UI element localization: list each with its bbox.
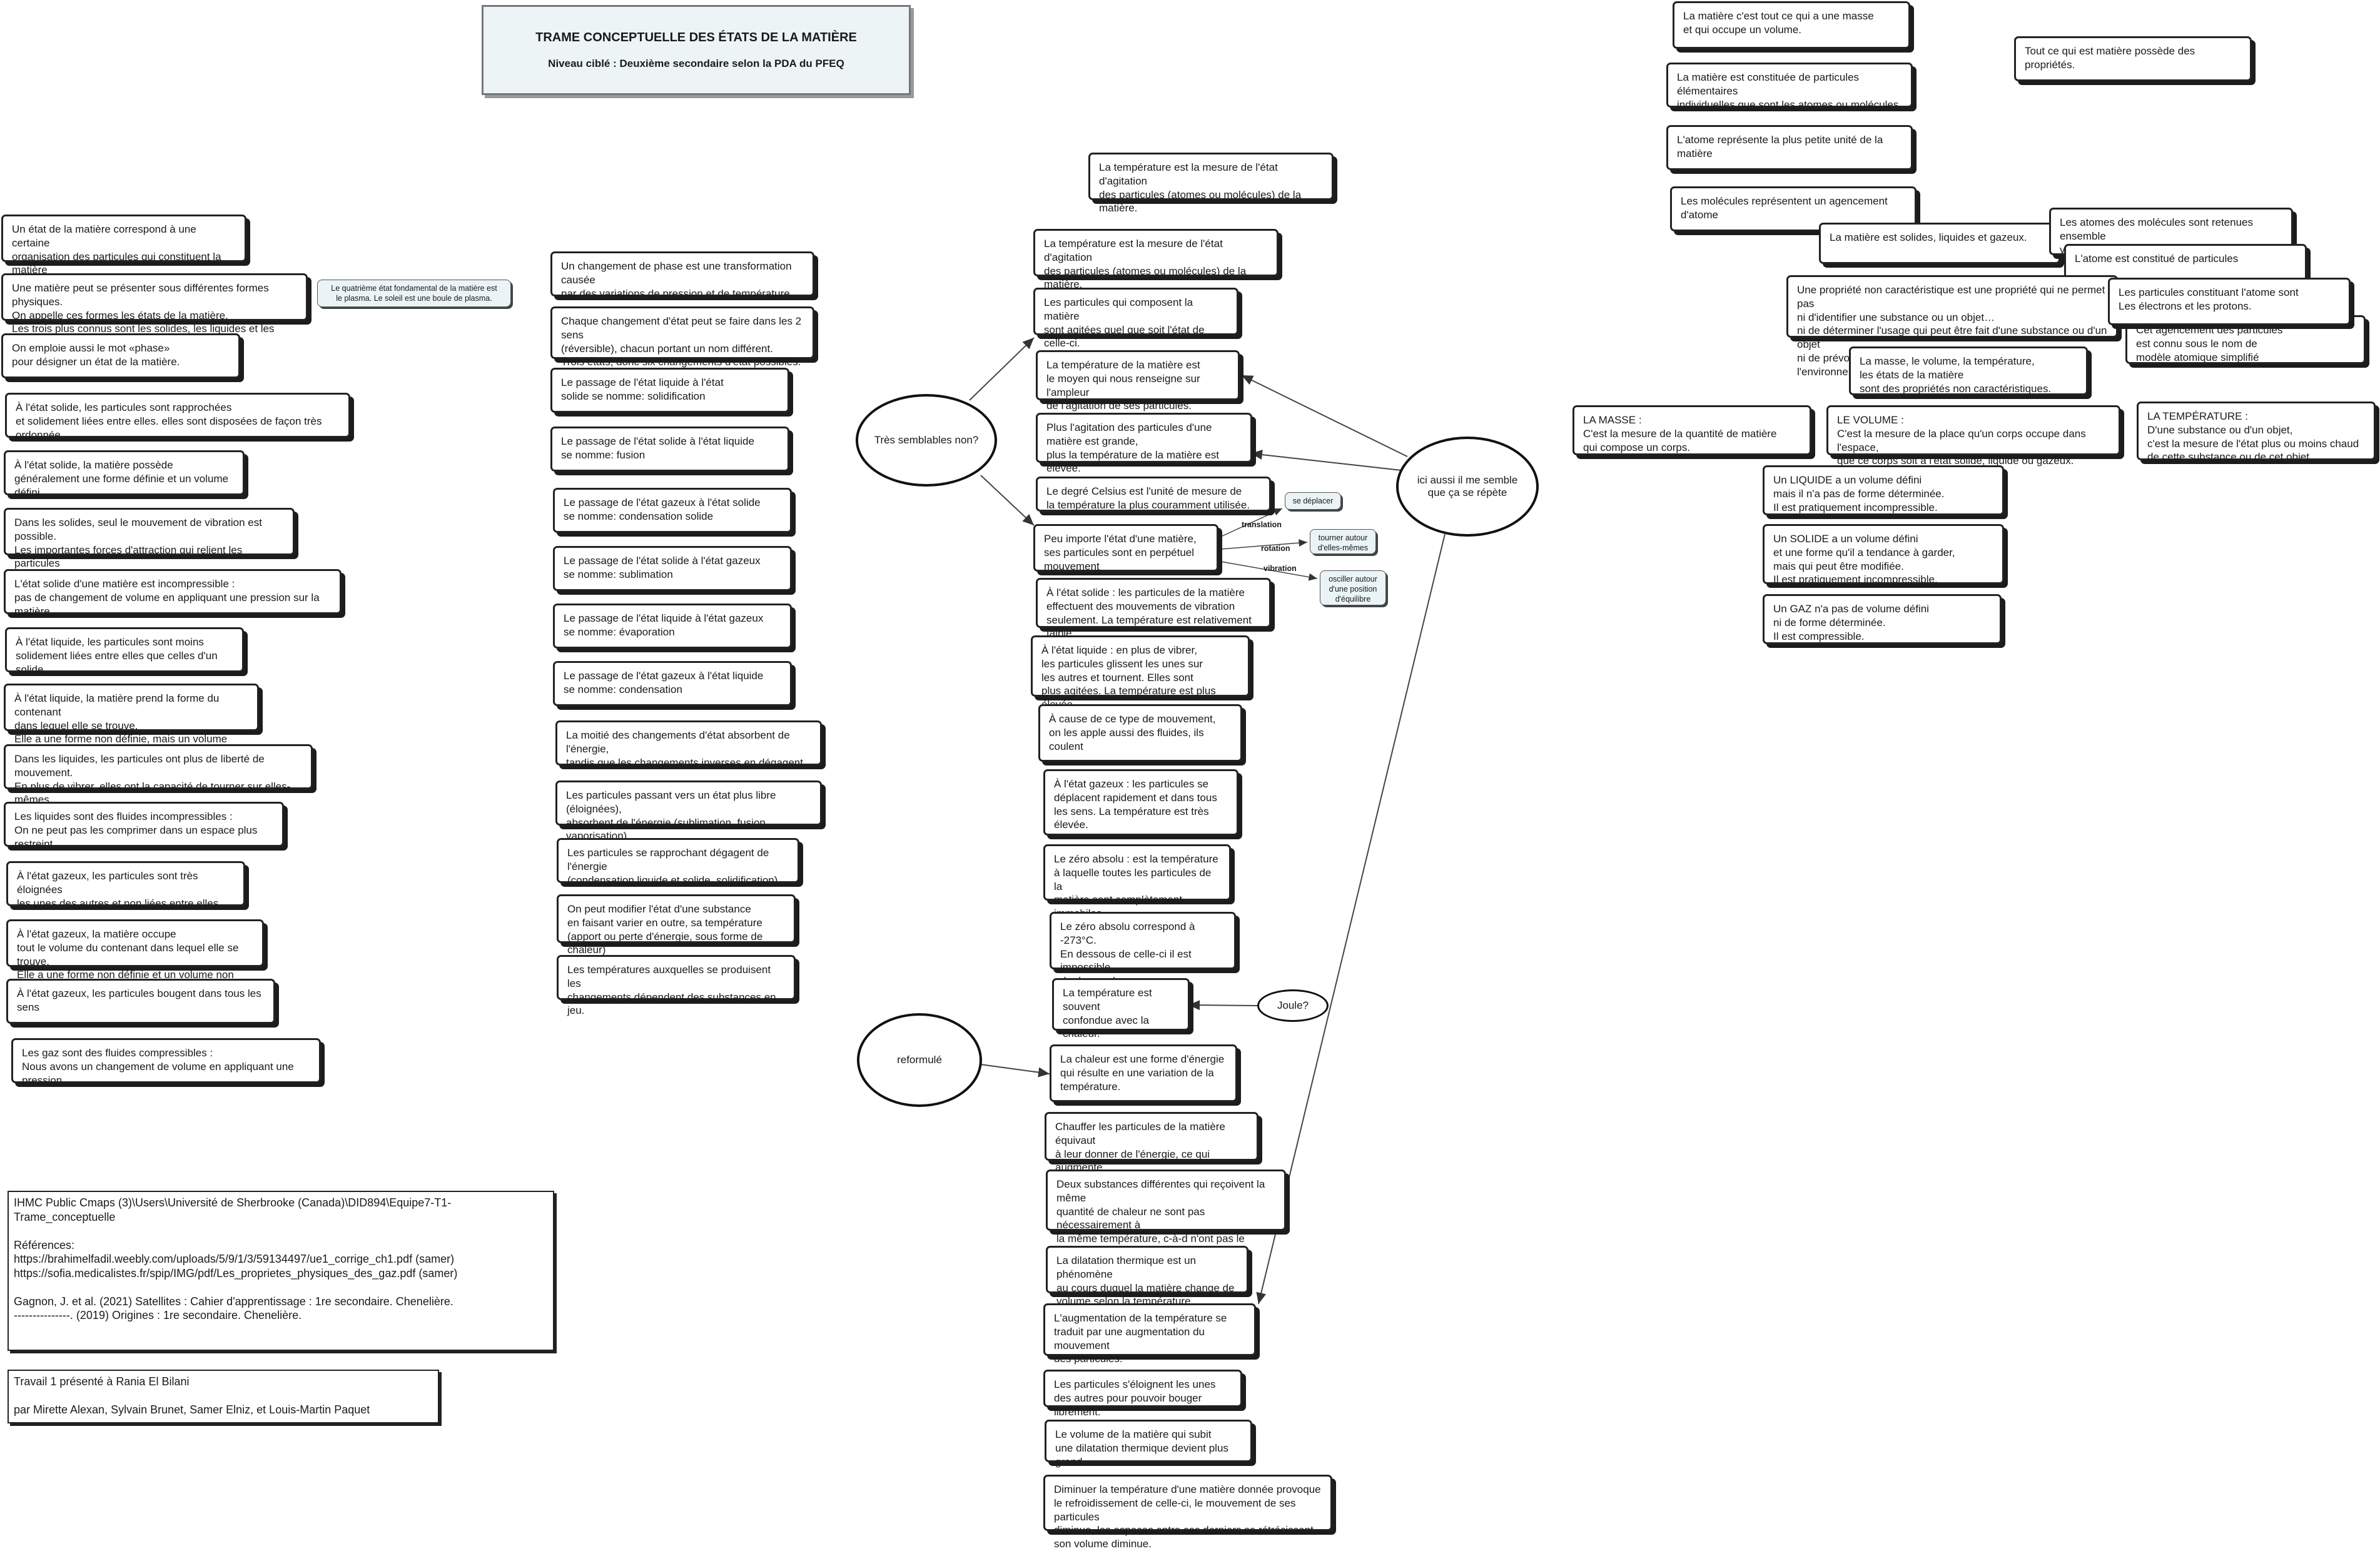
concept-node[interactable]: La température est la mesure de l'état d…: [1033, 229, 1279, 290]
concept-node[interactable]: À l'état gazeux, la matière occupe tout …: [6, 919, 264, 994]
concept-node[interactable]: Un changement de phase est une transform…: [550, 251, 814, 300]
concept-node[interactable]: Dans les solides, seul le mouvement de v…: [4, 508, 295, 583]
translation-label: translation: [1242, 520, 1282, 529]
oval-similar[interactable]: Très semblables non?: [856, 394, 997, 487]
concept-node[interactable]: La matière c'est tout ce qui a une masse…: [1673, 1, 1910, 49]
concept-node[interactable]: Peu importe l'état d'une matière, ses pa…: [1033, 524, 1218, 572]
concept-node[interactable]: Diminuer la température d'une matière do…: [1043, 1475, 1332, 1550]
link-repeat-to-temp1: [1241, 375, 1408, 457]
concept-node[interactable]: Le zéro absolu correspond à -273°C. En d…: [1050, 912, 1236, 987]
credits-box: Travail 1 présenté à Rania El Bilani par…: [8, 1370, 439, 1423]
concept-node[interactable]: Dans les liquides, les particules ont pl…: [4, 744, 313, 806]
concept-node[interactable]: L'atome représente la plus petite unité …: [1666, 125, 1913, 170]
link-similar-to-particules: [969, 337, 1035, 401]
concept-node[interactable]: À l'état solide, la matière possède géné…: [4, 450, 245, 498]
title-sub: Niveau ciblé : Deuxième secondaire selon…: [548, 58, 844, 69]
concept-node[interactable]: La chaleur est une forme d'énergie qui r…: [1050, 1044, 1237, 1102]
oval-repeat[interactable]: ici aussi il me semble que ça se répète: [1396, 437, 1539, 537]
concept-node[interactable]: Le degré Celsius est l'unité de mesure d…: [1036, 477, 1271, 512]
concept-node[interactable]: La matière est solides, liquides et gaze…: [1819, 223, 2060, 264]
concept-node[interactable]: Tout ce qui est matière possède des prop…: [2014, 36, 2252, 81]
title-main: TRAME CONCEPTUELLE DES ÉTATS DE LA MATIÈ…: [535, 31, 857, 44]
oval-reformule[interactable]: reformulé: [857, 1013, 982, 1107]
concept-node[interactable]: Le passage de l'état liquide à l'état so…: [550, 368, 789, 413]
concept-node[interactable]: Un SOLIDE a un volume défini et une form…: [1763, 524, 2004, 585]
link-joule-to-chaleur: [1188, 1000, 1259, 1011]
concept-node[interactable]: Un LIQUIDE a un volume défini mais il n'…: [1763, 465, 2004, 515]
concept-node[interactable]: L'état solide d'une matière est incompre…: [4, 569, 342, 617]
concept-node[interactable]: Chaque changement d'état peut se faire d…: [550, 306, 814, 368]
references-box: IHMC Public Cmaps (3)\Users\Université d…: [8, 1191, 554, 1351]
rotation-box[interactable]: tourner autour d'elles-mêmes: [1310, 529, 1376, 554]
concept-node[interactable]: La matière est constituée de particules …: [1666, 63, 1913, 111]
concept-node[interactable]: La température est la mesure de l'état d…: [1088, 153, 1334, 214]
concept-node[interactable]: Le passage de l'état solide à l'état gaz…: [553, 546, 792, 591]
concept-node[interactable]: L'augmentation de la température se trad…: [1043, 1303, 1256, 1365]
link-repeat-to-augmentation: [1256, 533, 1446, 1305]
concept-node[interactable]: LA TEMPÉRATURE : D'une substance ou d'un…: [2137, 402, 2376, 463]
concept-node[interactable]: À l'état solide, les particules sont rap…: [5, 393, 350, 441]
link-similar-to-mouvement: [980, 475, 1035, 526]
concept-node[interactable]: Une propriété non caractéristique est un…: [1786, 275, 2118, 378]
concept-node[interactable]: Une matière peut se présenter sous diffé…: [1, 273, 308, 348]
concept-node[interactable]: Le passage de l'état gazeux à l'état sol…: [553, 488, 792, 533]
link-repeat-to-temp2: [1250, 450, 1402, 471]
vibration-label: vibration: [1263, 564, 1297, 573]
concept-node[interactable]: À l'état liquide, la matière prend la fo…: [4, 684, 259, 759]
concept-node[interactable]: Les particules se rapprochant dégagent d…: [557, 838, 799, 886]
concept-node[interactable]: Les particules qui composent la matière …: [1033, 288, 1238, 349]
concept-map-title: TRAME CONCEPTUELLE DES ÉTATS DE LA MATIÈ…: [482, 5, 911, 95]
concept-node[interactable]: Le passage de l'état solide à l'état liq…: [550, 427, 789, 472]
translation-box[interactable]: se déplacer: [1285, 492, 1341, 510]
concept-node[interactable]: LE VOLUME : C'est la mesure de la place …: [1826, 405, 2120, 467]
concept-node[interactable]: La température de la matière est le moye…: [1036, 350, 1240, 412]
concept-node[interactable]: Le volume de la matière qui subit une di…: [1045, 1420, 1252, 1468]
concept-node[interactable]: Les particules constituant l'atome sont …: [2108, 278, 2351, 325]
vibration-box[interactable]: osciller autour d'une position d'équilib…: [1320, 570, 1386, 605]
concept-node[interactable]: À l'état gazeux : les particules se dépl…: [1043, 769, 1238, 836]
link-reformule-to-chaleur: [980, 1064, 1050, 1078]
concept-node[interactable]: Un GAZ n'a pas de volume défini ni de fo…: [1763, 594, 2002, 644]
concept-node[interactable]: À l'état liquide, les particules sont mo…: [5, 627, 244, 675]
concept-node[interactable]: Deux substances différentes qui reçoiven…: [1046, 1170, 1286, 1272]
concept-node[interactable]: Le passage de l'état gazeux à l'état liq…: [553, 661, 792, 706]
concept-node[interactable]: La moitié des changements d'état absorbe…: [555, 720, 822, 769]
concept-node[interactable]: À l'état gazeux, les particules bougent …: [6, 979, 275, 1024]
concept-node[interactable]: Les particules passant vers un état plus…: [555, 781, 822, 842]
concept-node[interactable]: Le passage de l'état liquide à l'état ga…: [553, 604, 792, 649]
concept-node[interactable]: Chauffer les particules de la matière éq…: [1045, 1112, 1258, 1187]
concept-node[interactable]: À cause de ce type de mouvement, on les …: [1038, 704, 1242, 762]
concept-node[interactable]: On emploie aussi le mot «phase» pour dés…: [1, 333, 240, 378]
concept-node[interactable]: La masse, le volume, la température, les…: [1849, 346, 2088, 395]
rotation-label: rotation: [1261, 544, 1290, 553]
concept-node[interactable]: Les températures auxquelles se produisen…: [557, 955, 796, 1016]
concept-node[interactable]: À l'état liquide : en plus de vibrer, le…: [1031, 635, 1250, 710]
concept-node[interactable]: La température est souvent confondue ave…: [1052, 978, 1190, 1039]
concept-node[interactable]: LA MASSE : C'est la mesure de la quantit…: [1572, 405, 1811, 455]
plasma-note[interactable]: Le quatrième état fondamental de la mati…: [317, 280, 511, 307]
concept-node[interactable]: La dilatation thermique est un phénomène…: [1046, 1246, 1248, 1307]
concept-node[interactable]: Un état de la matière correspond à une c…: [1, 215, 246, 290]
concept-node[interactable]: À l'état gazeux, les particules sont trè…: [6, 861, 245, 909]
concept-node[interactable]: Les particules s'éloignent les unes des …: [1043, 1370, 1242, 1418]
concept-node[interactable]: Le zéro absolu : est la température à la…: [1043, 844, 1231, 919]
oval-joule[interactable]: Joule?: [1257, 989, 1329, 1022]
concept-node[interactable]: Plus l'agitation des particules d'une ma…: [1036, 413, 1252, 474]
concept-node[interactable]: On peut modifier l'état d'une substance …: [557, 894, 796, 956]
concept-node[interactable]: Les gaz sont des fluides compressibles :…: [11, 1038, 321, 1086]
concept-node[interactable]: À l'état solide : les particules de la m…: [1036, 578, 1271, 639]
concept-node[interactable]: Les liquides sont des fluides incompress…: [4, 802, 284, 850]
